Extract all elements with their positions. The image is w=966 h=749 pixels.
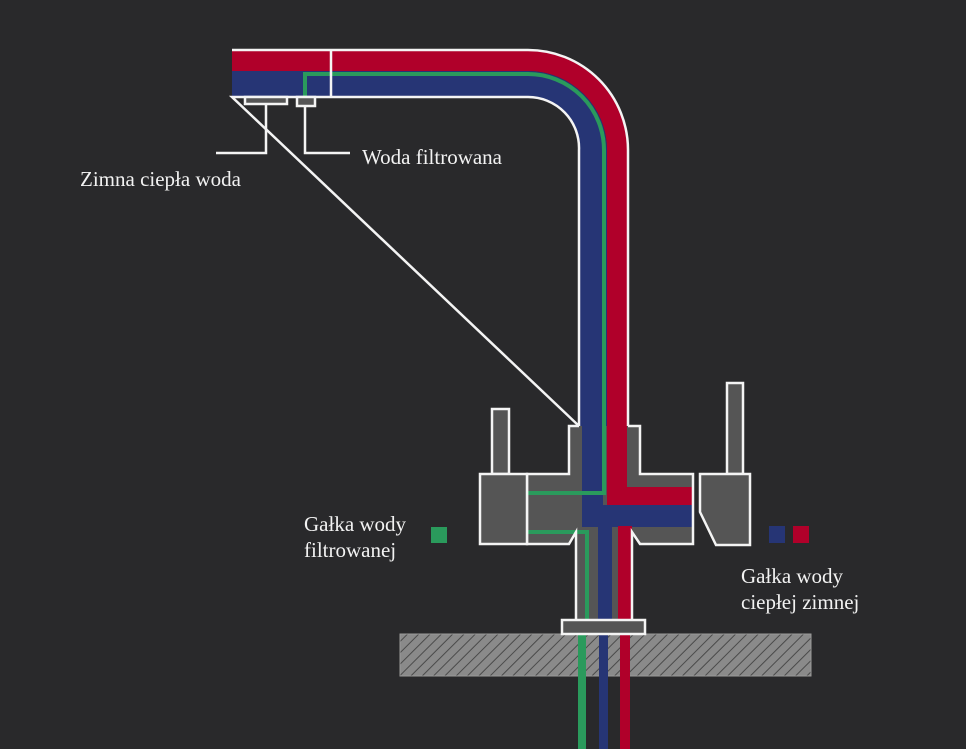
body-filtered-lower bbox=[528, 530, 589, 620]
stem-hot bbox=[618, 526, 632, 620]
legend-filtered-square bbox=[431, 527, 447, 543]
base-plate bbox=[560, 618, 647, 636]
mixer-lever bbox=[725, 381, 745, 476]
body-cold-horizontal bbox=[582, 505, 693, 527]
label-filtered-water: Woda filtrowana bbox=[362, 145, 503, 169]
body-filtered-upper bbox=[528, 426, 606, 495]
leader-line-filtered bbox=[303, 106, 350, 155]
label-mixer-knob-line2: ciepłej zimnej bbox=[741, 590, 860, 614]
stem-cold bbox=[598, 526, 612, 620]
legend-hot-square bbox=[793, 526, 809, 543]
spout-hot-channel bbox=[232, 50, 628, 426]
label-filtered-knob-line2: filtrowanej bbox=[304, 538, 397, 562]
spout-outline bbox=[228, 48, 630, 429]
spout-filtered-channel bbox=[303, 72, 606, 426]
legend-cold-square bbox=[769, 526, 785, 543]
label-mixer-knob-line1: Gałka wody bbox=[741, 564, 844, 588]
mixed-aerator bbox=[243, 95, 289, 106]
label-filtered-knob-line1: Gałka wody bbox=[304, 512, 407, 536]
cold-supply-hose bbox=[599, 634, 608, 749]
filtered-lever bbox=[490, 407, 511, 476]
body-hot-vertical bbox=[607, 426, 627, 506]
mixer-knob[interactable] bbox=[698, 472, 752, 547]
leader-line-mixed bbox=[216, 104, 268, 155]
hot-supply-hose bbox=[620, 634, 630, 749]
filtered-knob[interactable] bbox=[478, 472, 529, 546]
body-hot-horizontal bbox=[607, 487, 693, 506]
body-cold-vertical bbox=[582, 426, 603, 526]
filtered-supply-hose bbox=[578, 634, 586, 749]
filtered-aerator bbox=[295, 95, 317, 108]
label-mixed-water: Zimna ciepła woda bbox=[80, 167, 241, 191]
spout-cold-channel bbox=[232, 71, 607, 426]
